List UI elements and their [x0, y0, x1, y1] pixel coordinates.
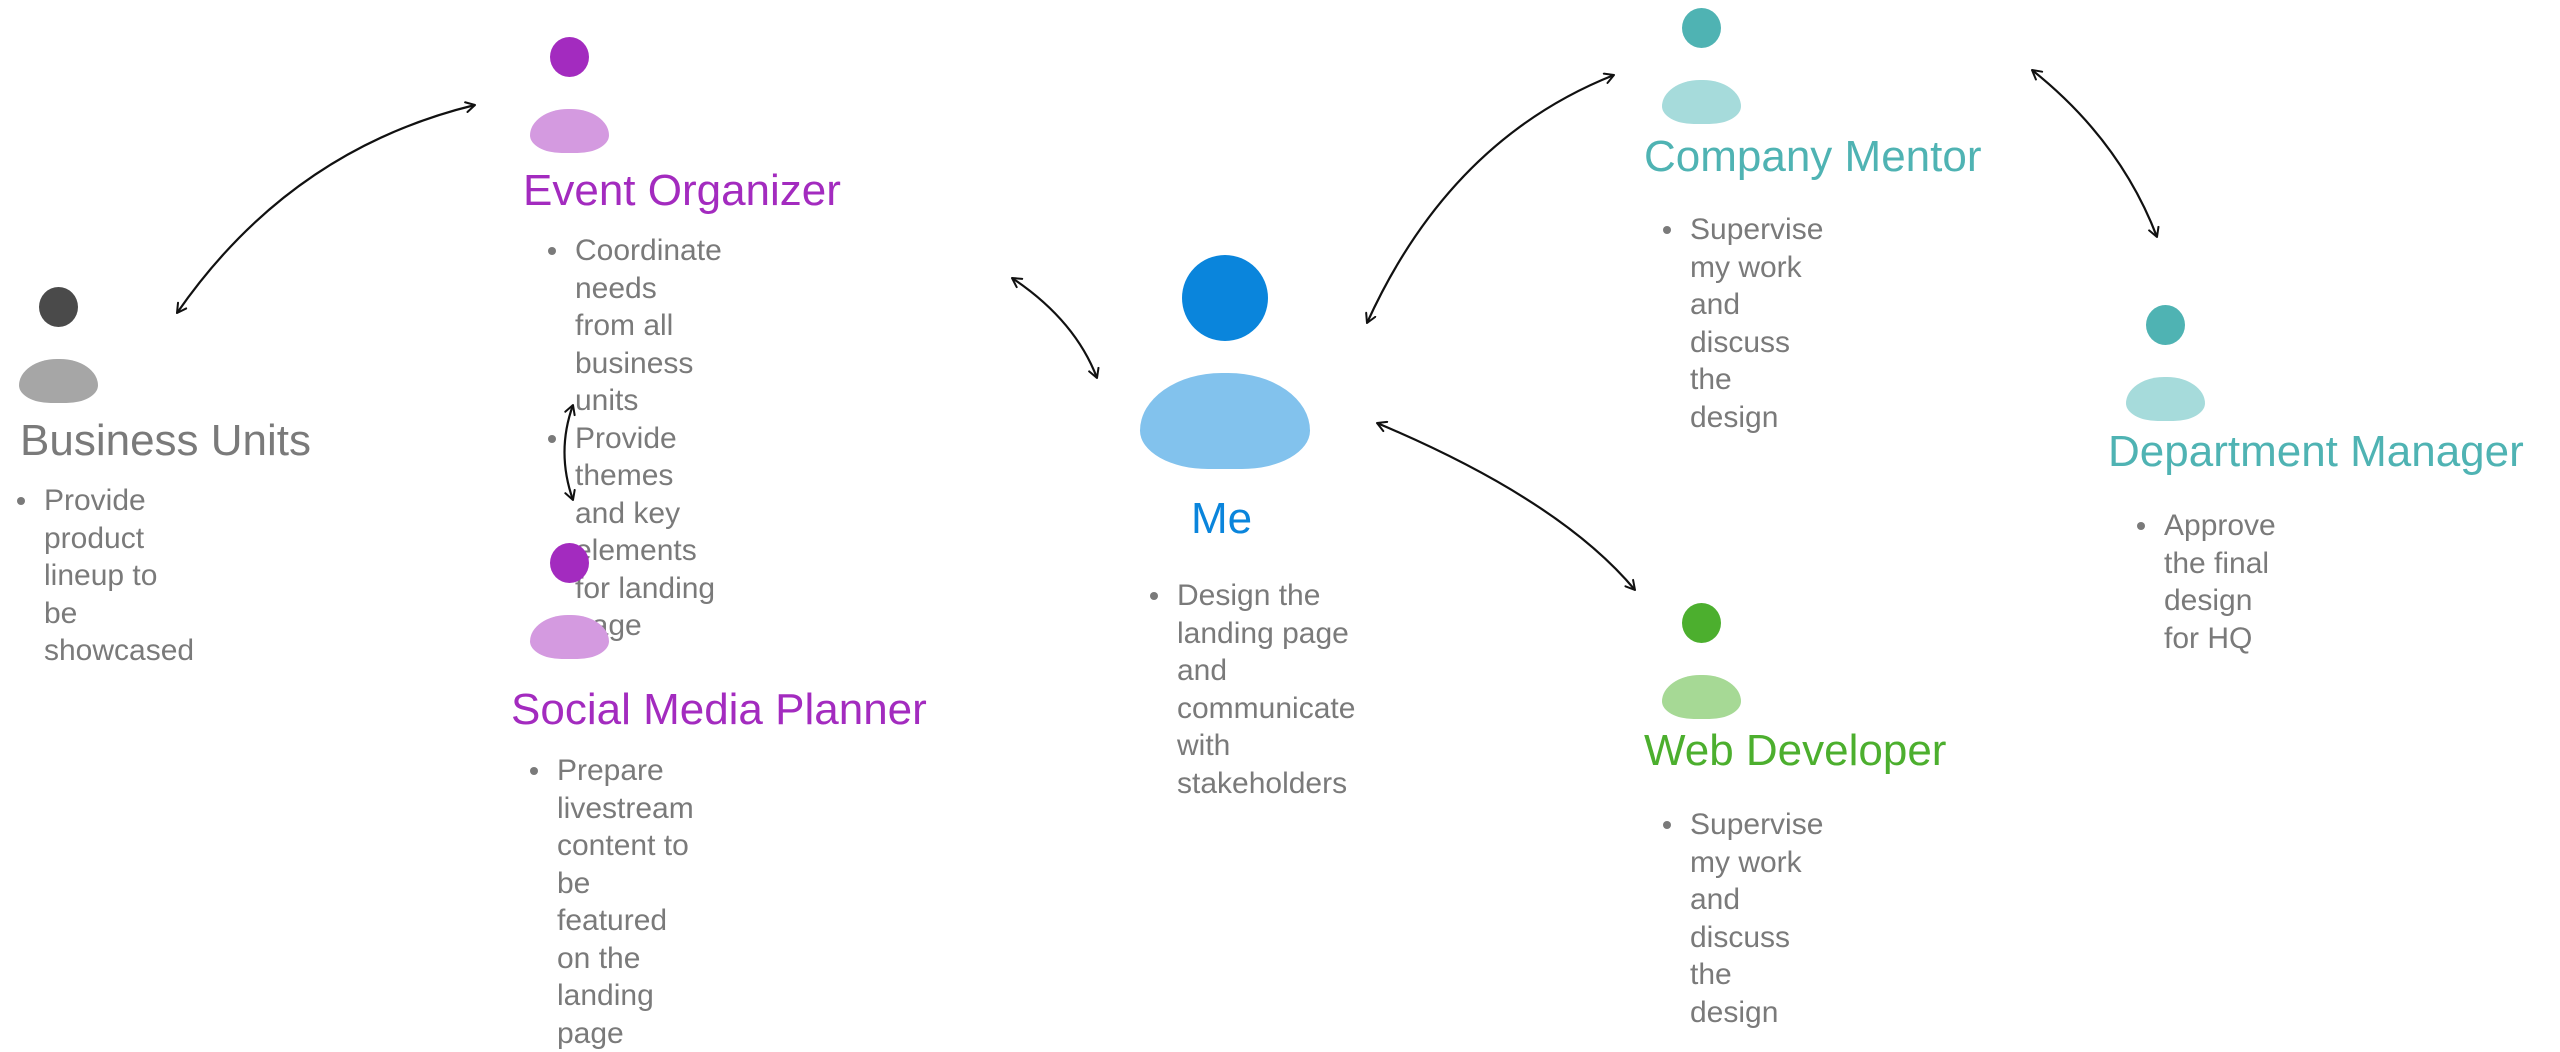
person-head	[1682, 8, 1721, 48]
bullet-item: Provide product lineup to be showcased	[7, 482, 194, 670]
person-body	[19, 359, 98, 403]
person-head	[550, 543, 589, 583]
node-title: Department Manager	[2108, 427, 2524, 476]
bullet-list: Provide product lineup to be showcased	[7, 482, 194, 670]
person-icon	[530, 37, 610, 153]
bullet-item: Coordinate needs from all business units	[538, 232, 722, 420]
node-title: Company Mentor	[1644, 132, 1982, 181]
person-head	[39, 287, 78, 327]
connector-business-units-event-organizer	[176, 101, 476, 314]
bullet-item: Provide themes and key elements for land…	[538, 420, 722, 645]
person-body	[1662, 675, 1741, 719]
stakeholder-diagram: Business Units Provide product lineup to…	[7, 8, 2524, 1050]
person-body	[1662, 80, 1741, 124]
bullet-list: Approve the final design for HQ	[2127, 507, 2276, 657]
connector-event-organizer-me	[1011, 277, 1100, 379]
bullet-list: Coordinate needs from all business units…	[538, 232, 722, 645]
person-icon	[530, 543, 610, 659]
node-title: Social Media Planner	[511, 685, 927, 734]
node-title: Business Units	[20, 416, 312, 465]
person-head	[550, 37, 589, 77]
node-title: Me	[1191, 494, 1253, 543]
bullet-list: Supervise my work and discuss the design	[1653, 806, 1823, 1031]
person-head	[1182, 255, 1268, 341]
person-icon	[19, 287, 99, 403]
connector-me-company-mentor	[1365, 72, 1615, 324]
bullet-list: Prepare livestream content to be feature…	[520, 752, 694, 1052]
person-head	[1682, 603, 1721, 643]
bullet-item: Supervise my work and discuss the design	[1653, 211, 1823, 436]
bullet-item: Design the landing page and communicate …	[1140, 577, 1355, 802]
person-body	[1140, 373, 1310, 469]
person-body	[2126, 377, 2205, 421]
connector-me-web-developer	[1376, 420, 1636, 591]
person-icon	[2126, 305, 2206, 421]
person-head	[2146, 305, 2185, 345]
bullet-item: Approve the final design for HQ	[2127, 507, 2276, 657]
person-icon	[1140, 255, 1312, 471]
connector-company-mentor-department-manager	[2031, 69, 2160, 238]
node-title: Event Organizer	[523, 166, 841, 215]
node-title: Web Developer	[1644, 726, 1947, 775]
bullet-list: Supervise my work and discuss the design	[1653, 211, 1823, 436]
person-icon	[1662, 603, 1742, 719]
person-body	[530, 615, 609, 659]
person-icon	[1662, 8, 1742, 124]
bullet-item: Prepare livestream content to be feature…	[520, 752, 694, 1052]
bullet-item: Supervise my work and discuss the design	[1653, 806, 1823, 1031]
person-body	[530, 109, 609, 153]
bullet-list: Design the landing page and communicate …	[1140, 577, 1355, 802]
